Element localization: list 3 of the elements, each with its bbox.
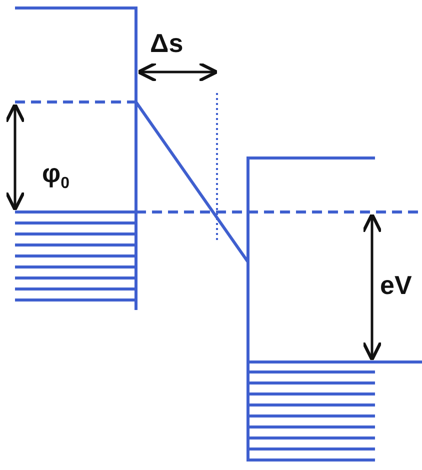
dimension-label: φ$_{0}$ [42, 160, 70, 192]
dimension-label: Δs [150, 30, 184, 56]
dimension-label: eV [380, 272, 412, 298]
